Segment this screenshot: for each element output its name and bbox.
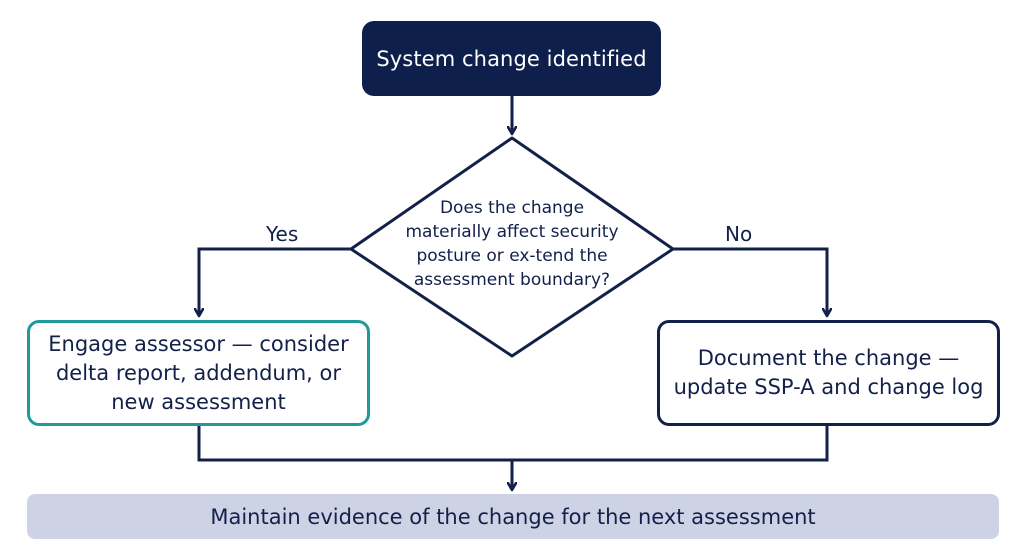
start-node: System change identified <box>362 21 661 96</box>
merge-connector <box>197 426 829 462</box>
decision-label: Does the change materially affect securi… <box>405 198 619 290</box>
no-action-node: Document the change — update SSP-A and c… <box>657 320 1000 426</box>
no-branch-label: No <box>725 222 753 246</box>
decision-diamond <box>349 136 675 358</box>
yes-branch-label: Yes <box>266 222 299 246</box>
yes-action-node: Engage assessor — consider delta report,… <box>27 320 370 426</box>
no-action-label: Document the change — update SSP-A and c… <box>673 346 984 399</box>
no-branch-arrow <box>673 247 827 316</box>
start-node-label: System change identified <box>376 46 647 71</box>
yes-action-label: Engage assessor — consider delta report,… <box>48 331 349 414</box>
final-step-label: Maintain evidence of the change for the … <box>210 504 816 529</box>
yes-branch-arrow <box>199 247 351 316</box>
final-step-bar: Maintain evidence of the change for the … <box>27 494 999 539</box>
